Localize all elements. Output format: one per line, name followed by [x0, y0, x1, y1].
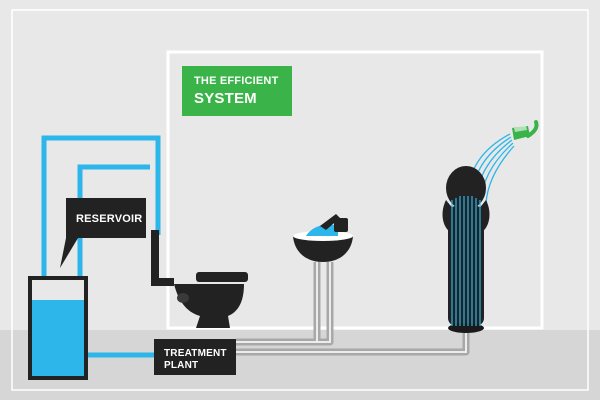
- person-icon: [442, 166, 490, 333]
- toilet-icon: [174, 272, 248, 328]
- supply-pipe: [41, 135, 161, 358]
- treatment-plant-icon: [154, 339, 236, 375]
- reservoir-bubble: [60, 198, 146, 268]
- shower-head-icon: [512, 120, 539, 140]
- title-badge: [182, 66, 292, 116]
- treatment-plant-label-line1: TREATMENT: [164, 348, 227, 359]
- reservoir-label: RESERVOIR: [76, 213, 143, 225]
- diagram-title-line1: THE EFFICIENT: [194, 75, 279, 87]
- outer-frame: [11, 9, 589, 391]
- diagram-title-line2: SYSTEM: [194, 90, 257, 107]
- toilet-supply-pipe: [151, 230, 174, 286]
- treatment-plant-label-line2: PLANT: [164, 360, 199, 371]
- room-frame: [166, 50, 544, 330]
- reservoir-tank-icon: [28, 276, 88, 380]
- sink-icon: [293, 214, 353, 262]
- return-pipes-inner: [236, 262, 467, 353]
